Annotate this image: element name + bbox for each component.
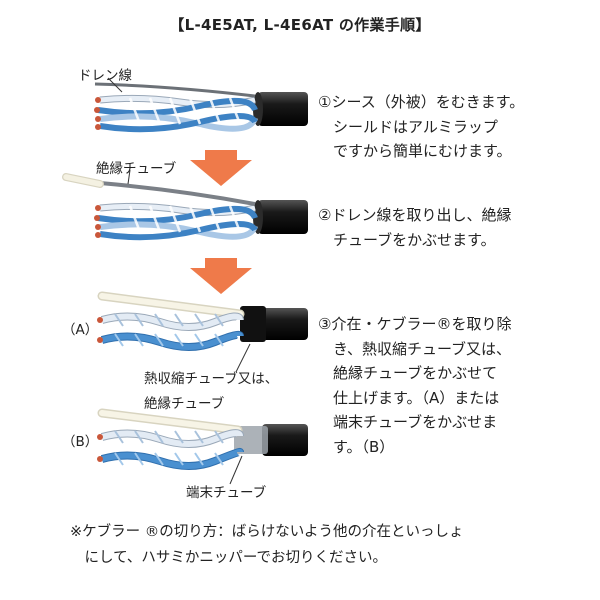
- case-b-label: （B）: [62, 434, 99, 450]
- case-a-label: （A）: [62, 322, 99, 338]
- cable-3a-finished: [97, 291, 308, 373]
- step-1-text: ①シース（外被）をむきます。 シールドはアルミラップ ですから簡単にむけます。: [318, 93, 525, 160]
- cable-3b-sheath: [262, 424, 308, 456]
- cable-2-sheath: [258, 200, 308, 234]
- insulation-tube-label: 絶縁チューブ: [96, 161, 177, 177]
- kevlar-cutting-note: ※ケブラー ®の切り方：ばらけないよう他の介在といっしょ にして、ハサミかニッパ…: [70, 524, 464, 566]
- cable-3a-sheath: [262, 308, 308, 340]
- cable-3a-heat-shrink-tube: [240, 306, 266, 342]
- cable-1-drain-wire: [94, 82, 256, 98]
- page-title: 【L-4E5AT, L-4E6AT の作業手順】: [169, 16, 431, 34]
- cable-1-stripped: [94, 77, 308, 133]
- down-arrow-icon: [190, 150, 252, 186]
- step-3-text: ③介在・ケブラー®を取り除 き、熱収縮チューブ又は、 絶縁チューブをかぶせて 仕…: [318, 315, 512, 456]
- drain-wire-label: ドレン線: [78, 68, 132, 84]
- heat-shrink-label-line1: 熱収縮チューブ又は、: [144, 371, 279, 387]
- cable-2-drain-insulated: [62, 169, 308, 241]
- cable-3b-finished: [97, 408, 308, 485]
- cable-2-drain-wire: [99, 181, 256, 206]
- cable-1-sheath: [258, 92, 308, 126]
- step-2-text: ②ドレン線を取り出し、絶縁 チューブをかぶせます。: [318, 206, 512, 249]
- terminal-tube-label: 端末チューブ: [186, 485, 267, 501]
- heat-shrink-label-line2: 絶縁チューブ: [144, 396, 225, 412]
- down-arrow-icon: [190, 258, 252, 294]
